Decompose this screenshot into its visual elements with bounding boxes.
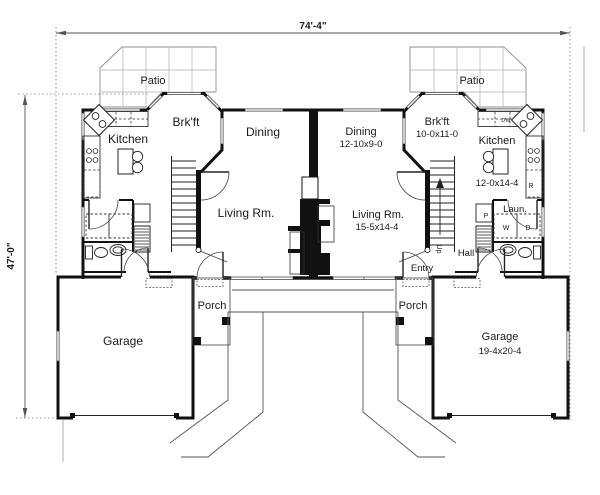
label-pantry-right: P (484, 213, 489, 220)
label-laundry-right: Laun. (503, 204, 527, 215)
label-dining-size-right: 12-10x9-0 (340, 139, 383, 150)
walkways (62, 46, 585, 462)
unit-left-structure (54, 45, 315, 422)
label-hall-right: Hall (458, 248, 474, 259)
label-garage-size-right: 19-4x20-4 (479, 346, 522, 357)
label-living-right: Living Rm. (352, 209, 404, 221)
label-dishwasher-right: DW (501, 118, 511, 124)
overall-depth-dimension: 47'-0" (6, 242, 17, 269)
label-refrigerator-right: R (528, 183, 533, 190)
label-stairs-up-right: Up (435, 245, 442, 254)
label-garage-right: Garage (482, 331, 519, 343)
label-breakfast-right: Brk'ft (425, 116, 450, 128)
label-patio-right: Patio (459, 75, 484, 87)
label-living-size-right: 15-5x14-4 (356, 222, 399, 233)
label-breakfast-size-right: 10-0x11-0 (416, 129, 458, 140)
label-kitchen-right: Kitchen (479, 135, 516, 147)
label-patio-left: Patio (140, 75, 165, 87)
label-porch-right: Porch (399, 300, 428, 312)
label-porch-left: Porch (198, 300, 227, 312)
label-living-left: Living Rm. (218, 206, 275, 220)
unit-right-structure (311, 45, 572, 422)
label-breakfast-left: Brk'ft (173, 115, 201, 129)
label-garage-left: Garage (103, 334, 143, 348)
dimension-annotations: 74'-4" 47'-0" (6, 21, 571, 420)
party-wall-fireplace (287, 110, 335, 279)
stair-up-arrow (436, 178, 444, 235)
overall-width-dimension: 74'-4" (299, 21, 326, 32)
label-dining-right: Dining (345, 126, 376, 138)
label-washer-right: W (503, 225, 510, 232)
label-kitchen-size-right: 12-0x14-4 (476, 178, 519, 189)
label-dining-left: Dining (246, 125, 280, 139)
label-entry-right: Entry (411, 263, 433, 274)
label-kitchen-left: Kitchen (108, 132, 148, 146)
label-dryer-right: D (525, 225, 530, 232)
